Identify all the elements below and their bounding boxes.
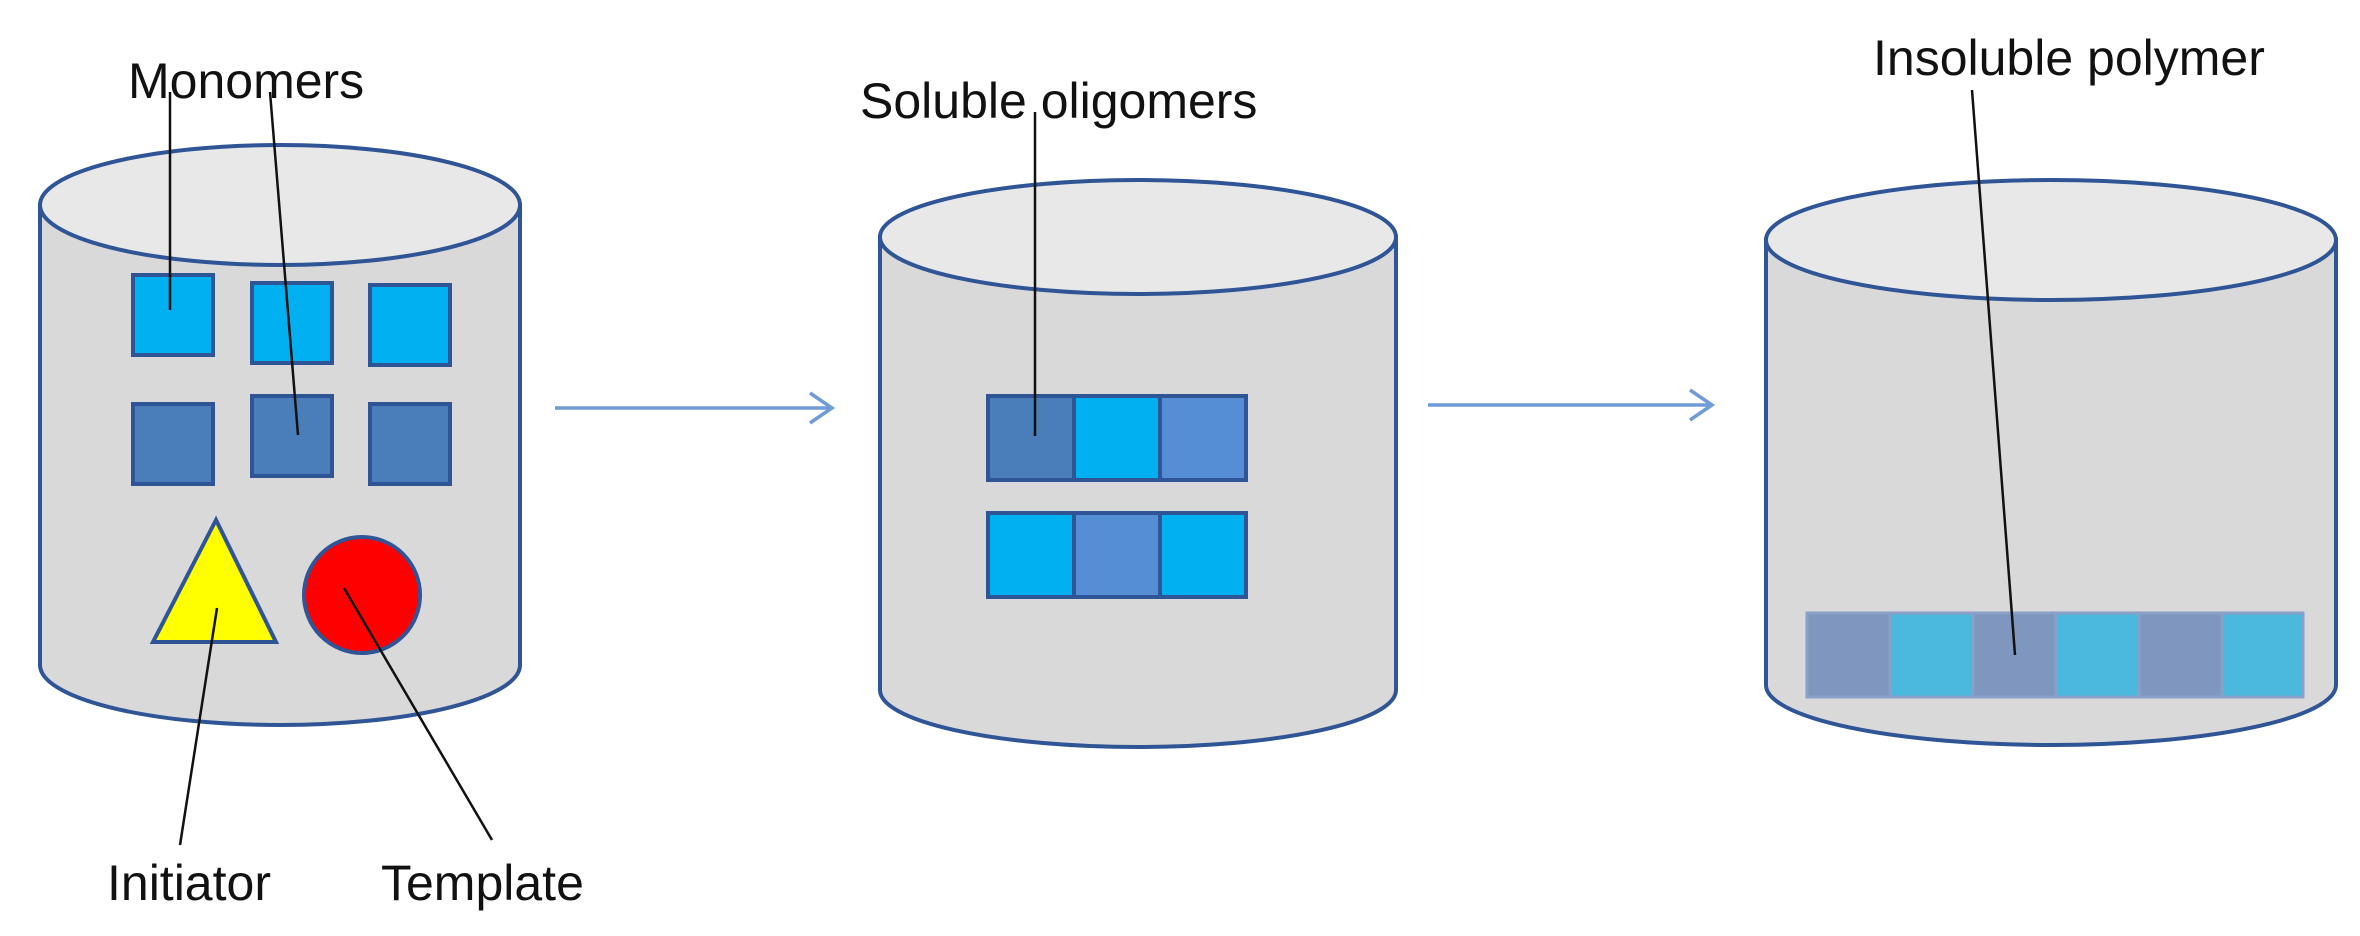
leader-line xyxy=(178,607,219,846)
leader-line xyxy=(1970,89,2017,656)
oligomer-chain xyxy=(986,394,1248,482)
leader-line xyxy=(342,587,494,841)
label-initiator: Initiator xyxy=(107,855,271,911)
monomer-light xyxy=(368,283,452,367)
arrow-right xyxy=(1428,388,1716,422)
monomer-dark xyxy=(131,402,215,486)
label-template: Template xyxy=(381,855,584,911)
label-insoluble-polymer: Insoluble polymer xyxy=(1873,30,2265,86)
cylinder-oligomers xyxy=(878,178,1398,749)
label-monomers: Monomers xyxy=(128,53,364,109)
cylinder-monomers xyxy=(38,143,522,727)
label-soluble-oligomers: Soluble oligomers xyxy=(860,73,1257,129)
monomer-light xyxy=(131,273,215,357)
monomer-dark xyxy=(368,402,452,486)
oligomer-chain xyxy=(986,511,1248,599)
cylinder-polymer xyxy=(1764,178,2338,747)
template-circle xyxy=(302,535,422,655)
initiator-triangle xyxy=(149,515,280,644)
polymer-chain xyxy=(1805,611,2305,699)
arrow-right xyxy=(555,391,836,425)
monomer-dark xyxy=(250,394,334,478)
leader-line xyxy=(268,91,300,436)
